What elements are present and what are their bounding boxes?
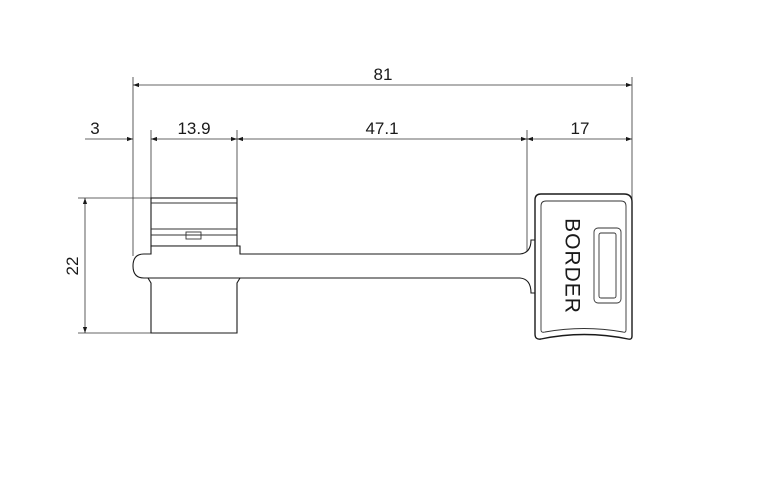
extension-lines (78, 77, 633, 334)
dim-label-offset: 3 (90, 119, 99, 138)
dim-label-shaft: 47.1 (365, 119, 398, 138)
dimension-labels: 81 3 13.9 47.1 17 22 (63, 65, 589, 275)
brand-text: BORDER (561, 218, 584, 314)
key-part: BORDER (132, 193, 633, 340)
key-bow-window (593, 227, 622, 304)
dim-label-bit: 13.9 (177, 119, 210, 138)
key-bit-upper (150, 197, 238, 247)
key-shaft (132, 239, 538, 294)
key-bit-lower (147, 277, 241, 334)
dim-label-overall: 81 (374, 65, 393, 84)
key-bit-notch (185, 231, 202, 240)
dim-label-height: 22 (63, 257, 82, 276)
dim-label-bow: 17 (571, 119, 590, 138)
key-bow-inner (540, 200, 627, 333)
dimension-lines (82, 82, 632, 333)
key-bow-window-inner (598, 232, 617, 299)
